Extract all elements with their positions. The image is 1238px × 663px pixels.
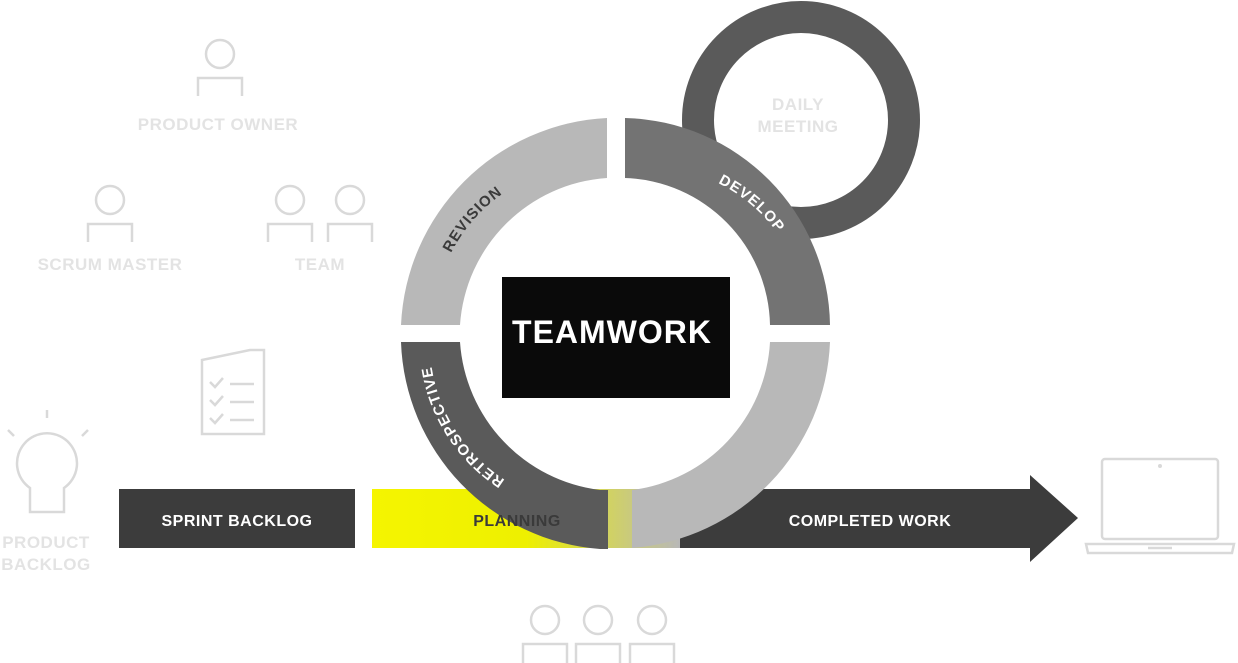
completion-segment [632, 342, 830, 548]
retrospective-segment [401, 342, 608, 549]
checklist-icon [200, 348, 266, 436]
completed-work-label: COMPLETED WORK [789, 513, 952, 530]
scrum-master-label: SCRUM MASTER [38, 255, 183, 274]
daily-meeting-label-line2: MEETING [758, 117, 839, 136]
team-label: TEAM [295, 255, 345, 274]
sprint-backlog-label: SPRINT BACKLOG [162, 513, 313, 530]
revision-segment [401, 118, 607, 325]
bottom-team-icon [521, 604, 676, 663]
product-backlog-label-line2: BACKLOG [1, 555, 90, 574]
sprint-backlog-bar [119, 489, 355, 548]
teamwork-box [502, 277, 730, 398]
laptop-icon [1084, 457, 1236, 555]
team-icon [266, 184, 374, 242]
product-backlog-label-line1: PRODUCT [2, 533, 90, 552]
teamwork-title: TEAMWORK [512, 314, 712, 350]
scrum-master-icon [86, 184, 134, 242]
planning-label: PLANNING [473, 513, 561, 530]
product-owner-label: PRODUCT OWNER [138, 115, 298, 134]
product-owner-icon [196, 38, 244, 96]
daily-meeting-label-line1: DAILY [772, 95, 824, 114]
lightbulb-icon [7, 410, 89, 514]
develop-segment [625, 118, 830, 325]
